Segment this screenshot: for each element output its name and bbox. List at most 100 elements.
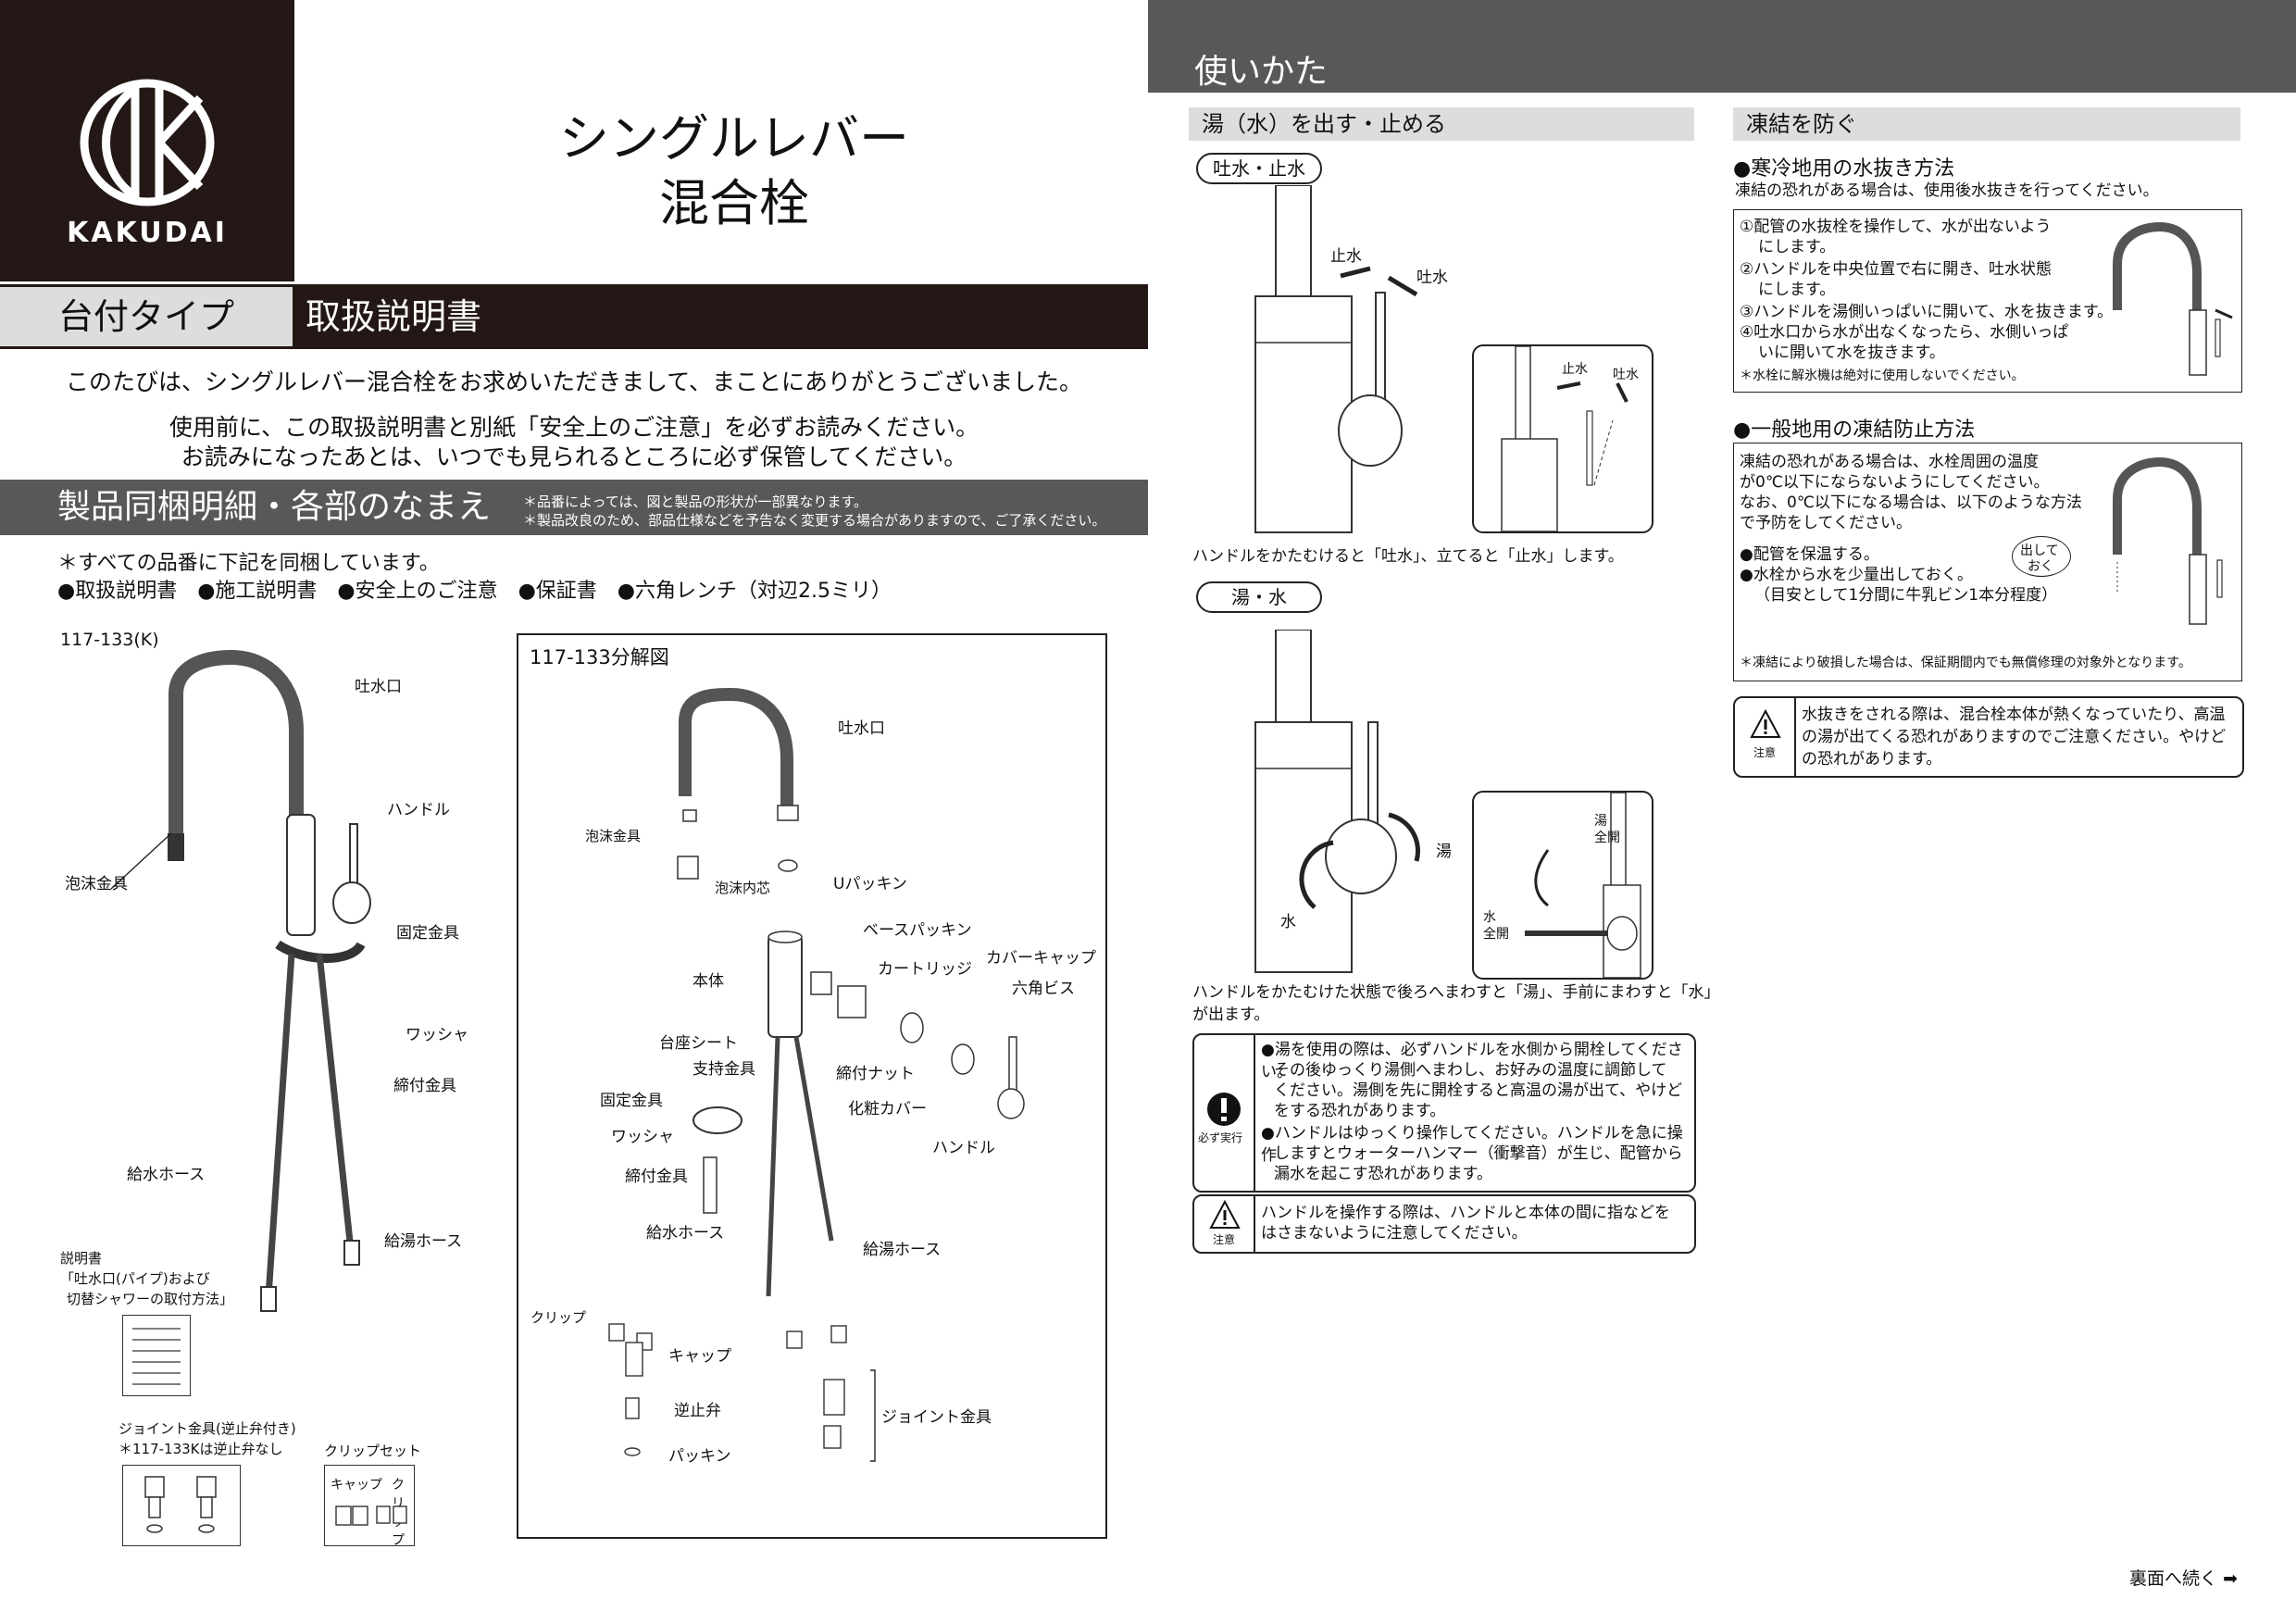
left-label-fixing: 固定金具 — [396, 924, 459, 943]
ex-label-aerator: 泡沫金具 — [585, 828, 642, 844]
kakudai-logo-icon — [80, 79, 215, 206]
faucet-illustration — [110, 649, 371, 1312]
must-item1-line3: ください。湯側を先に開栓すると高温の湯が出て、やけど — [1274, 1081, 1683, 1100]
freeze-caution-line1: 水抜きをされる際は、混合栓本体が熱くなっていたり、高温 — [1802, 706, 2226, 724]
cold-region-intro: 凍結の恐れがある場合は、使用後水抜きを行ってください。 — [1735, 181, 2159, 200]
exploded-view-frame — [517, 633, 1107, 1539]
usage-caution-box: 注意 ハンドルを操作する際は、ハンドルと本体の間に指などを はさまないように注意… — [1192, 1194, 1696, 1254]
ex-label-check-valve: 逆止弁 — [674, 1402, 721, 1420]
must-item2-line1: ●ハンドルはゆっくり操作してください。ハンドルを急に操作 — [1261, 1124, 1683, 1165]
product-title-line2: 混合栓 — [659, 174, 809, 232]
bubble-line1: 出して — [2020, 543, 2059, 558]
ex-label-base-packing: ベースパッキン — [863, 921, 972, 940]
temp-cold-full-label: 水 全開 — [1483, 910, 1509, 942]
usage-header-bar — [1148, 0, 2296, 93]
ex-label-aerator-core: 泡沫内芯 — [715, 880, 771, 896]
general-line2: が0℃以下にならないようにしてください。 — [1740, 473, 2050, 492]
continue-note: 裏面へ続く ➡ — [2129, 1565, 2238, 1590]
included-title: ＊すべての品番に下記を同梱しています。 — [57, 552, 440, 575]
must-do-box: 必ず実行 ●湯を使用の際は、必ずハンドルを水側から開栓してください。 その後ゆっ… — [1192, 1033, 1696, 1193]
ex-label-base-sheet: 台座シート — [659, 1034, 738, 1053]
left-model-number: 117-133(K) — [60, 630, 159, 650]
ex-label-cartridge: カートリッジ — [878, 960, 972, 979]
ex-label-fixing: 固定金具 — [600, 1092, 663, 1110]
joint-note-line1: ジョイント金具(逆止弁付き) — [119, 1420, 296, 1437]
step2a: ②ハンドルを中央位置で右に開き、吐水状態 — [1740, 260, 2053, 279]
flow-caption: ハンドルをかたむけると「吐水」、立てると「止水」します。 — [1192, 547, 1624, 566]
exploded-illustration — [608, 687, 1025, 1462]
temp-caption2: が出ます。 — [1192, 1006, 1270, 1024]
parts-section-title: 製品同梱明細・各部のなまえ — [57, 488, 492, 526]
ex-label-support: 支持金具 — [693, 1060, 755, 1079]
must-do-label: 必ず実行 — [1198, 1131, 1243, 1144]
product-title-line1: シングルレバー — [559, 109, 909, 168]
manual-note-line2: 「吐水口(パイプ)および — [60, 1270, 210, 1287]
inset-stop-label: 止水 — [1562, 362, 1588, 377]
brand-name: KAKUDAI — [67, 217, 228, 249]
manual-note-line3: 切替シャワーの取付方法」 — [67, 1291, 234, 1307]
general-bullet1: ●配管を保温する。 — [1740, 545, 1879, 564]
must-item2-line2: しますとウォーターハンマー（衝撃音）が生じ、配管から — [1274, 1144, 1683, 1163]
bubble-line2: おく — [2028, 559, 2053, 574]
general-faucet-illustration — [2113, 456, 2223, 625]
left-label-spout: 吐水口 — [355, 678, 402, 696]
temp-hot-full-label: 湯 全開 — [1594, 814, 1620, 845]
joint-note-line2: ＊117-133Kは逆止弁なし — [119, 1441, 283, 1457]
flow-heading: 湯（水）を出す・止める — [1189, 107, 1694, 141]
cold-faucet-illustration — [2113, 221, 2233, 376]
ex-label-supply-hose: 給水ホース — [646, 1224, 725, 1243]
left-label-tighten: 締付金具 — [393, 1077, 456, 1095]
freeze-caution-box: 注意 水抜きをされる際は、混合栓本体が熱くなっていたり、高温 の湯が出てくる恐れ… — [1733, 696, 2244, 778]
must-do-divider — [1254, 1035, 1255, 1191]
warning-triangle-icon — [1750, 709, 1781, 738]
clip-set-cap-label: キャップ — [331, 1478, 382, 1493]
must-item1-line2: その後ゆっくり湯側へまわし、お好みの温度に調節して — [1274, 1061, 1667, 1080]
usage-caution-divider — [1254, 1196, 1255, 1252]
included-items: ●取扱説明書 ●施工説明書 ●安全上のご注意 ●保証書 ●六角レンチ（対辺2.5… — [57, 580, 892, 603]
general-region-title: ●一般地用の凍結防止方法 — [1733, 418, 1976, 442]
left-label-supply-hose: 給水ホース — [127, 1166, 206, 1184]
temp-cold-label: 水 — [1280, 913, 1296, 931]
cold-steps-note: ＊水栓に解氷機は絶対に使用しないでください。 — [1740, 369, 2025, 383]
general-region-box: 凍結の恐れがある場合は、水栓周囲の温度 が0℃以下にならないようにしてください。… — [1733, 443, 2242, 681]
step1a: ①配管の水抜栓を操作して、水が出ないよう — [1740, 218, 2052, 236]
flow-discharge-label: 吐水 — [1416, 269, 1448, 287]
left-label-handle: ハンドル — [387, 801, 450, 819]
temp-faucet-illustration — [1254, 630, 1421, 973]
exploded-title: 117-133分解図 — [530, 646, 669, 668]
ex-label-packing: パッキン — [668, 1447, 731, 1466]
temp-detail-inset: 湯 全開 水 全開 — [1472, 791, 1653, 980]
freeze-caution-line3: の恐れがあります。 — [1802, 750, 1942, 768]
must-item1-line1: ●湯を使用の際は、必ずハンドルを水側から開栓してください。 — [1261, 1041, 1683, 1081]
ex-label-washer: ワッシャ — [611, 1128, 674, 1146]
step2b: にします。 — [1758, 281, 1836, 299]
brand-logo-block: KAKUDAI — [0, 0, 294, 281]
temp-hot-label: 湯 — [1436, 843, 1452, 861]
manual-booklet-icon — [122, 1315, 191, 1396]
continue-label: 裏面へ続く — [2129, 1568, 2218, 1589]
step4a: ④吐水口から水が出なくなったら、水側いっぱ — [1740, 323, 2069, 342]
ex-label-spout: 吐水口 — [838, 719, 885, 738]
ex-label-handle: ハンドル — [932, 1139, 995, 1157]
flow-faucet-illustration — [1254, 185, 1418, 533]
joint-fittings-box — [122, 1465, 241, 1546]
step3: ③ハンドルを湯側いっぱいに開いて、水を抜きます。 — [1740, 303, 2114, 321]
flow-detail-inset: 止水 吐水 — [1472, 344, 1653, 533]
flow-stop-label: 止水 — [1330, 247, 1362, 266]
manual-note-line1: 説明書 — [60, 1250, 103, 1267]
left-label-hot-hose: 給湯ホース — [384, 1232, 463, 1251]
inset-discharge-label: 吐水 — [1613, 368, 1639, 382]
ex-label-nut: 締付ナット — [836, 1065, 915, 1083]
general-line3: なお、0℃以下になる場合は、以下のような方法 — [1740, 493, 2082, 512]
freeze-caution-line2: の湯が出てくる恐れがありますのでご注意ください。やけど — [1802, 728, 2227, 746]
usage-caution-line1: ハンドルを操作する際は、ハンドルと本体の間に指などを — [1261, 1204, 1670, 1222]
general-note: ＊凍結により破損した場合は、保証期間内でも無償修理の対象外となります。 — [1740, 656, 2191, 670]
must-item1-line4: をする恐れがあります。 — [1274, 1102, 1446, 1120]
must-item2-line3: 漏水を起こす恐れがあります。 — [1274, 1165, 1492, 1183]
ex-label-joint: ジョイント金具 — [881, 1408, 992, 1427]
flow-pill: 吐水・止水 — [1196, 153, 1322, 184]
temp-caption1: ハンドルをかたむけた状態で後ろへまわすと「湯」、手前にまわすと「水」 — [1192, 983, 1720, 1002]
ex-label-hex-screw: 六角ビス — [1012, 980, 1075, 998]
step1b: にします。 — [1758, 238, 1836, 256]
ex-label-u-packing: Uパッキン — [833, 875, 907, 893]
